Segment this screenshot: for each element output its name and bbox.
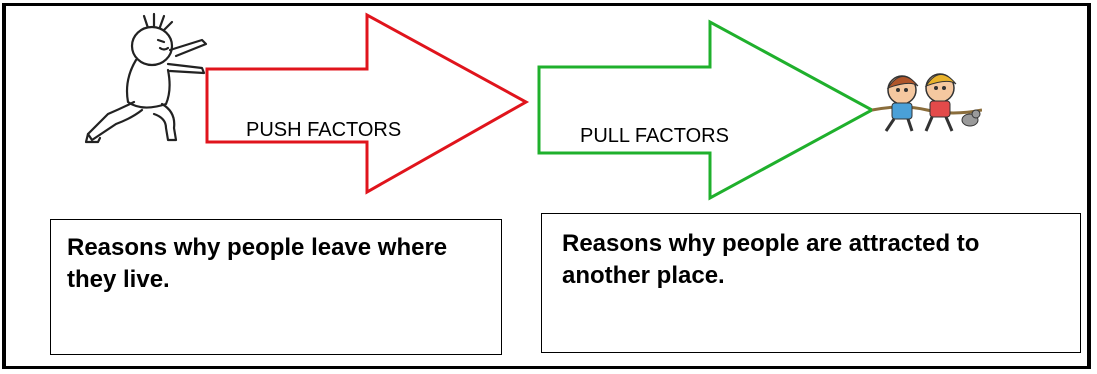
pull-reasons-box: Reasons why people are attracted to anot… [541,213,1081,353]
outer-frame [2,3,1091,369]
push-reasons-box: Reasons why people leave where they live… [50,219,502,355]
pushing-figure-icon [84,12,208,144]
push-factors-label: PUSH FACTORS [246,119,402,141]
push-factors-arrow [205,12,530,195]
push-reasons-text: Reasons why people leave where they live… [67,234,448,293]
tug-of-war-kids-icon [872,73,982,132]
pull-factors-label: PULL FACTORS [580,125,729,147]
pull-reasons-text: Reasons why people are attracted to anot… [562,230,980,289]
pull-factors-arrow [537,19,876,201]
